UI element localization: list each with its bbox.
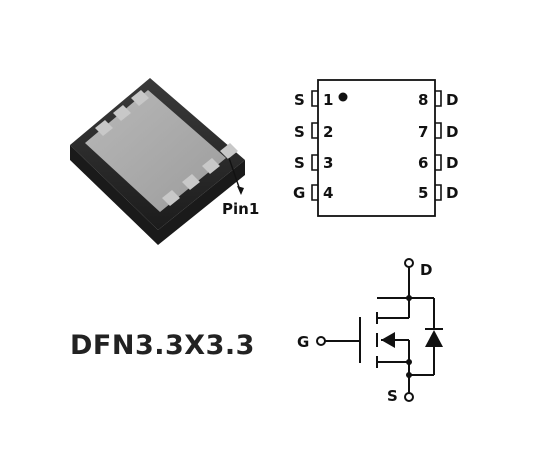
- pinout-diagram: [311, 79, 442, 217]
- right-pin-number-6: 6: [418, 154, 428, 172]
- back-pin-2: [113, 105, 131, 121]
- left-pin-name-3: S: [294, 154, 305, 172]
- source-terminal: [404, 392, 414, 402]
- package-3d-image: [70, 78, 245, 245]
- left-pin-number-3: 3: [323, 154, 333, 172]
- right-pin-number-8: 8: [418, 91, 428, 109]
- pin1-pointer-arrow: [237, 186, 244, 195]
- left-pin-name-4: G: [293, 184, 305, 202]
- body-diode-triangle: [425, 330, 443, 347]
- right-pin-tab-8: [435, 90, 442, 107]
- gate-label: G: [297, 333, 309, 351]
- drain-label: D: [420, 261, 432, 279]
- left-pin-tab-3: [311, 154, 318, 171]
- pin1-label: Pin1: [222, 200, 259, 218]
- source-label: S: [387, 387, 398, 405]
- left-pin-number-4: 4: [323, 184, 333, 202]
- right-pin-tab-7: [435, 122, 442, 139]
- left-pin-name-2: S: [294, 123, 305, 141]
- back-pin-3: [131, 90, 149, 106]
- drain-junction-dot: [406, 295, 412, 301]
- left-pin-tab-2: [311, 122, 318, 139]
- left-pin-number-2: 2: [323, 123, 333, 141]
- diode-junction-dot: [406, 372, 412, 378]
- front-pin-4: [220, 143, 238, 159]
- package-name: DFN3.3X3.3: [70, 330, 255, 361]
- chip-side: [70, 145, 245, 245]
- left-pin-name-1: S: [294, 91, 305, 109]
- pin1-dot: [338, 92, 348, 102]
- front-pin-1: [162, 190, 180, 206]
- left-pin-number-1: 1: [323, 91, 333, 109]
- channel-arrow: [381, 332, 395, 348]
- front-pin-2: [182, 174, 200, 190]
- right-pin-number-5: 5: [418, 184, 428, 202]
- left-pin-tab-4: [311, 184, 318, 201]
- right-pin-name-8: D: [446, 91, 458, 109]
- drain-terminal: [404, 258, 414, 268]
- front-pin-3: [202, 158, 220, 174]
- source-junction-dot: [406, 359, 412, 365]
- right-pin-name-5: D: [446, 184, 458, 202]
- gate-terminal: [316, 336, 326, 346]
- right-pin-number-7: 7: [418, 123, 428, 141]
- right-pin-tab-6: [435, 154, 442, 171]
- back-pin-1: [95, 120, 113, 136]
- mosfet-symbol: [316, 258, 443, 402]
- left-pin-tab-1: [311, 90, 318, 107]
- right-pin-name-6: D: [446, 154, 458, 172]
- right-pin-name-7: D: [446, 123, 458, 141]
- right-pin-tab-5: [435, 184, 442, 201]
- pinout-body: [317, 79, 436, 217]
